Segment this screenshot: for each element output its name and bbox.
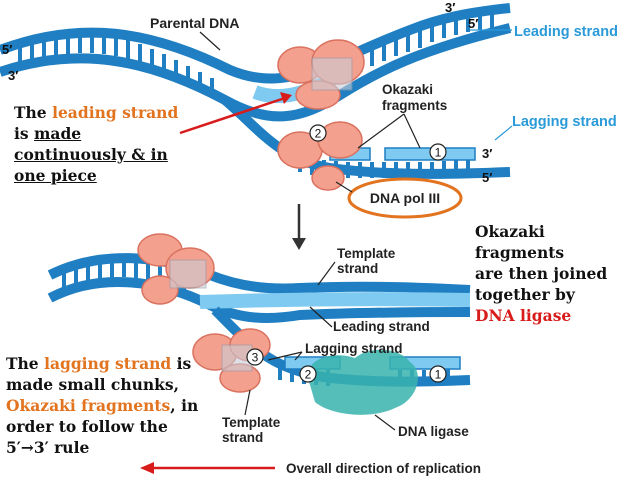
- okazaki-note-l1: Okazaki: [475, 222, 545, 241]
- dna-pol-highlight-oval: [347, 177, 463, 219]
- prime-3-midright: 3′: [482, 146, 492, 161]
- marker-3-bottom: 3: [246, 348, 264, 366]
- template-strand-bottom-l1: Template: [222, 415, 281, 430]
- dna-ligase-label: DNA ligase: [398, 424, 469, 439]
- okazaki-label-line1: Okazaki: [382, 82, 433, 97]
- bottom-replication-fork: 3 2 1 Template strand Leading strand Lag…: [47, 233, 481, 476]
- prime-3-left: 3′: [8, 68, 18, 83]
- template-pointer-top: [317, 261, 336, 286]
- leading-strand-note: The leading strand is made continuously …: [14, 102, 204, 186]
- parental-upper-backbone: [0, 3, 511, 84]
- svg-text:3: 3: [252, 351, 259, 365]
- lagging-note-l3b: , in: [170, 396, 199, 415]
- overall-direction-label: Overall direction of replication: [286, 461, 481, 476]
- marker-1-bottom: 1: [429, 365, 447, 383]
- lagging-callout-line: [494, 125, 513, 141]
- dna-pol-label: DNA pol III: [370, 190, 440, 206]
- down-arrow: [292, 204, 306, 250]
- leading-note-l2b: made: [34, 124, 82, 143]
- bottom-lagging-label: Lagging strand: [305, 341, 403, 356]
- lagging-pointer-a: [267, 351, 303, 361]
- dna-ligase-blob: [308, 349, 418, 415]
- svg-text:2: 2: [305, 368, 312, 382]
- okazaki-note-l2: fragments: [475, 243, 565, 262]
- svg-text:2: 2: [315, 127, 322, 141]
- leading-note-l4: one piece: [14, 166, 97, 185]
- lagging-strand-note: The lagging strand is made small chunks,…: [6, 353, 221, 458]
- svg-text:1: 1: [435, 146, 442, 160]
- svg-text:1: 1: [435, 368, 442, 382]
- lagging-note-l1c: is: [171, 354, 192, 373]
- leading-note-l2a: is: [14, 124, 35, 143]
- lagging-strand-callout: Lagging strand: [512, 114, 617, 130]
- marker-1-top: 1: [429, 143, 447, 161]
- bottom-helicase: [137, 233, 215, 305]
- lagging-note-l5: 5′→3′ rule: [6, 438, 90, 457]
- parental-dna-label: Parental DNA: [150, 15, 239, 31]
- lagging-note-l2: made small chunks,: [6, 375, 179, 394]
- overall-direction-arrow: [140, 462, 275, 474]
- template-pointer-bottom: [244, 389, 251, 416]
- lagging-note-l1b: lagging strand: [44, 354, 172, 373]
- dna-ligase-pointer: [374, 414, 396, 431]
- bottom-leading-label: Leading strand: [333, 319, 430, 334]
- leading-note-l1b: leading strand: [52, 103, 179, 122]
- okazaki-pointer-a: [357, 113, 405, 149]
- okazaki-note: Okazaki fragments are then joined togeth…: [475, 221, 635, 326]
- parental-dna-pointer: [199, 31, 221, 51]
- prime-5-left: 5′: [2, 42, 12, 57]
- template-strand-top-l1: Template: [337, 246, 396, 261]
- leading-note-l3: continuously & in: [14, 145, 168, 164]
- lagging-note-l4: order to follow the: [6, 417, 168, 436]
- marker-2-top: 2: [309, 124, 327, 142]
- okazaki-note-l5: DNA ligase: [475, 306, 572, 325]
- helicase-complex: [277, 39, 365, 110]
- prime-5-midright: 5′: [482, 170, 492, 185]
- parental-rungs: [18, 11, 494, 98]
- top-replication-fork: 2 1 Parental DNA 5′ 3′ 3′ 5′ Leading str…: [0, 0, 618, 219]
- okazaki-note-l4: together by: [475, 285, 575, 304]
- marker-2-bottom: 2: [299, 365, 317, 383]
- okazaki-note-l3: are then joined: [475, 264, 608, 283]
- leading-strand-callout: Leading strand: [514, 24, 618, 40]
- okazaki-pointer-b: [403, 113, 421, 149]
- okazaki-label-line2: fragments: [382, 98, 447, 113]
- bottom-parental-lower: [47, 276, 471, 323]
- template-strand-top-l2: strand: [337, 261, 378, 276]
- leading-note-l1a: The: [14, 103, 53, 122]
- prime-3-topright: 3′: [445, 0, 455, 15]
- dna-pol-pointer: [335, 181, 353, 193]
- bottom-leading-pointer: [309, 306, 333, 328]
- lagging-pointer-b: [294, 351, 303, 361]
- prime-5-topright: 5′: [468, 16, 478, 31]
- template-strand-bottom-l2: strand: [222, 430, 263, 445]
- red-pointer-arrow: [179, 92, 292, 135]
- lagging-note-l3a: Okazaki fragments: [6, 396, 171, 415]
- dna-pol-iii-complex: [277, 121, 363, 191]
- bottom-leading-new: [199, 292, 471, 309]
- parental-lower-backbone: [0, 23, 512, 122]
- lagging-note-l1a: The: [6, 354, 45, 373]
